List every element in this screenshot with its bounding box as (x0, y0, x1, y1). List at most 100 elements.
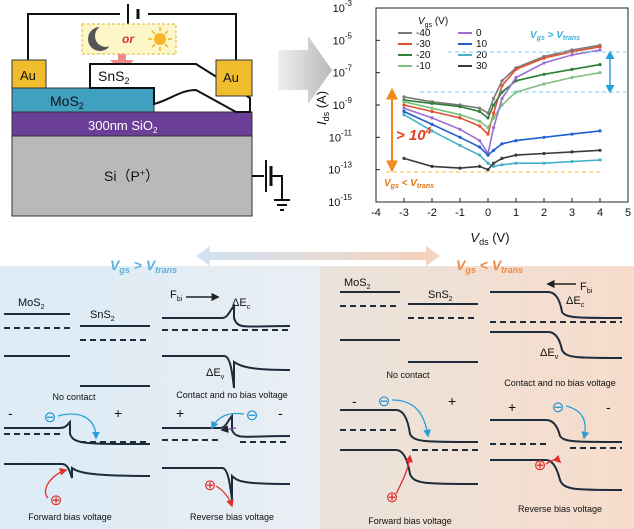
right-reverse-hole-arrow (545, 454, 562, 465)
series-point-30 (486, 168, 490, 172)
series-point-0 (402, 106, 406, 110)
legend-label-0: 0 (476, 28, 482, 39)
au-label-right: Au (223, 70, 239, 85)
legend-label-10: 10 (476, 39, 488, 50)
x-tick-label: 4 (597, 207, 603, 219)
series-point-30 (542, 151, 546, 156)
series-point-0 (542, 61, 546, 65)
series-point-20 (514, 161, 518, 165)
series-point-10 (514, 139, 518, 143)
series-point-20 (598, 158, 602, 162)
light-switch-word: or (122, 32, 135, 46)
series-point-10 (542, 135, 546, 139)
series-point-0 (570, 53, 574, 57)
device-schematic: or Au Au SnS2 MoS2 300nm SiO2 Si（P+） (11, 4, 290, 217)
left-reverse-minus: - (278, 405, 283, 421)
x-tick-label: 0 (485, 207, 491, 219)
left-forward-plus: + (114, 405, 122, 421)
right-reverse-minus: - (606, 399, 611, 415)
y-tick-label: 10-3 (333, 0, 353, 15)
series-point-30 (478, 164, 482, 168)
sns2-flake (89, 63, 251, 113)
x-tick-label: 3 (569, 207, 575, 219)
legend-title: Vgs (V) (418, 16, 448, 29)
y-tick-label: 10-15 (328, 193, 352, 209)
left-forward-hole: ⊕ (50, 492, 63, 509)
dark-moon-icon (88, 25, 117, 51)
band-left-dev-label: ΔEv (206, 367, 225, 381)
panel-left-background (0, 266, 320, 529)
series-point--30 (430, 109, 434, 114)
series-point--10 (598, 71, 602, 75)
band-left-dec-label: ΔEc (232, 297, 251, 311)
series-point-0 (514, 75, 518, 80)
series-point--30 (598, 45, 602, 49)
gate-capacitor-icon (265, 160, 273, 192)
band-left-no-contact (4, 313, 150, 387)
series-point--10 (514, 90, 518, 94)
series-point-10 (478, 145, 482, 149)
caption-left-no-contact: No contact (52, 392, 96, 402)
battery-icon (127, 4, 140, 24)
left-reverse-tunnel-arrow (220, 425, 237, 433)
series-point--40 (500, 79, 504, 83)
right-reverse-hole: ⊕ (534, 457, 547, 474)
legend-label-20: 20 (476, 50, 488, 61)
right-forward-electron-arrow (391, 399, 431, 438)
series-point--10 (478, 119, 482, 123)
series-point-10 (598, 129, 602, 133)
series-point-10 (492, 148, 496, 152)
band-right-contact (490, 291, 623, 359)
circuit-wire (27, 13, 237, 60)
y-axis-label: Ids (A) (314, 91, 331, 125)
right-reverse-electron-arrow (565, 405, 590, 440)
series-point-30 (402, 156, 406, 160)
x-tick-label: 2 (541, 207, 547, 219)
x-axis-label: Vds (V) (470, 230, 509, 247)
caption-left-reverse: Reverse bias voltage (190, 512, 274, 522)
au-label-left: Au (20, 68, 36, 83)
series-point--10 (458, 113, 462, 117)
x-tick-label: 1 (513, 207, 519, 219)
regime-double-arrow (196, 246, 440, 266)
series-point--10 (570, 75, 574, 80)
series-point-20 (458, 143, 462, 147)
panel-right-background (320, 266, 634, 529)
series-point--10 (402, 100, 406, 104)
left-forward-electron-arrow (57, 413, 100, 440)
series-point--20 (598, 63, 602, 67)
series-point-0 (478, 139, 482, 143)
series-point--30 (492, 111, 496, 115)
series-point-0 (492, 126, 496, 130)
band-right-fbi-label: Fbi (580, 281, 593, 295)
right-reverse-plus: + (508, 399, 516, 415)
low-regime-label: Vgs < Vtrans (384, 178, 434, 190)
series-point--30 (486, 132, 490, 136)
right-reverse-electron: ⊖ (552, 399, 565, 416)
y-tick-label: 10-5 (333, 31, 353, 47)
caption-left-forward: Forward bias voltage (28, 512, 112, 522)
legend-label--20: -20 (416, 50, 431, 61)
legend-label--30: -30 (416, 39, 431, 50)
series-point--20 (486, 116, 490, 120)
left-reverse-hole-arrow (215, 485, 234, 508)
sio2-layer (11, 111, 253, 137)
series-point-30 (430, 164, 434, 168)
series-point-10 (430, 122, 434, 126)
left-reverse-plus: + (176, 405, 184, 421)
series-point-30 (514, 153, 518, 157)
series-point-10 (500, 142, 504, 146)
x-tick-label: -3 (399, 207, 409, 219)
right-forward-hole-arrow (395, 454, 413, 495)
series-point--20 (570, 67, 574, 71)
caption-right-contact: Contact and no bias voltage (504, 378, 616, 388)
legend-label--40: -40 (416, 28, 431, 39)
on-off-ratio: > 104 (396, 126, 432, 144)
series-point-20 (478, 153, 482, 157)
caption-right-forward: Forward bias voltage (368, 516, 452, 526)
legend-label--10: -10 (416, 61, 431, 72)
series-point-30 (598, 148, 602, 152)
series-point--30 (514, 67, 518, 71)
band-left-contact (162, 303, 291, 389)
